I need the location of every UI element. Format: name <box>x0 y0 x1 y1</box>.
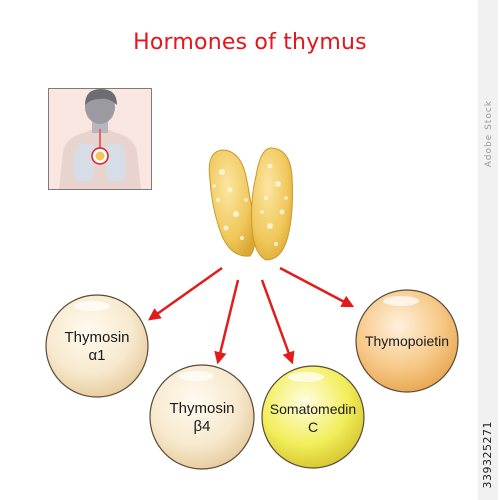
hormone-name: Thymopoietin <box>364 333 450 349</box>
arrow-to-somatomedin-c <box>260 279 295 365</box>
stock-image-id: 339325271 <box>481 420 494 489</box>
hormone-label-thymopoietin: Thymopoietin <box>357 332 457 350</box>
hormone-name: Somatomedin <box>269 401 357 417</box>
hormone-suffix: β4 <box>193 418 211 435</box>
hormone-label-somatomedin-c: Somatomedin C <box>263 400 363 436</box>
hormone-name: Thymosin <box>169 400 235 417</box>
bubble-thymosin-b4 <box>149 364 255 470</box>
hormone-label-thymosin-a1: Thymosin α1 <box>47 329 147 365</box>
stock-watermark-strip: Adobe Stock 339325271 <box>478 0 498 500</box>
arrow-to-thymopoietin <box>279 266 355 308</box>
stock-logo-text: Adobe Stock <box>484 100 494 168</box>
bubble-somatomedin-c <box>261 365 365 469</box>
diagram-title: Hormones of thymus <box>133 30 367 55</box>
body-location-inset <box>48 88 152 190</box>
hormone-suffix: α1 <box>88 347 106 364</box>
thymus-gland-icon <box>208 147 293 261</box>
hormone-label-thymosin-b4: Thymosin β4 <box>152 400 252 436</box>
bubble-thymopoietin <box>355 289 459 393</box>
bubble-thymosin-a1 <box>45 294 149 398</box>
human-silhouette-icon <box>59 89 141 189</box>
hormone-suffix: C <box>307 419 319 435</box>
arrow-to-thymosin-a1 <box>147 266 223 321</box>
hormone-name: Thymosin <box>64 329 130 346</box>
arrow-to-thymosin-b4 <box>214 279 240 365</box>
